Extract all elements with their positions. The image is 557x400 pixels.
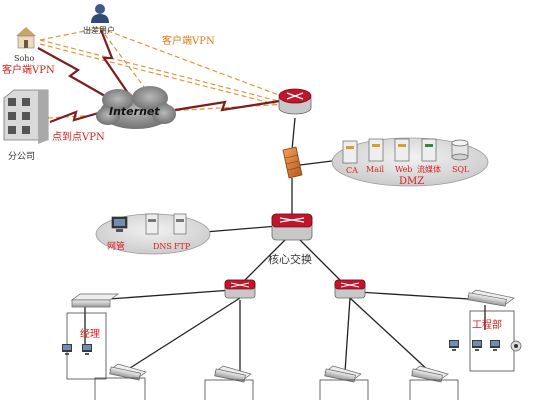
access-switch-icon <box>109 363 147 381</box>
p2p-vpn-label: 点到点VPN <box>52 131 105 143</box>
client-vpn-top-label: 客户端VPN <box>162 34 215 47</box>
access-switch-icon <box>324 365 362 383</box>
distribution-switch-icon <box>224 279 256 299</box>
soho-house-icon <box>16 27 36 49</box>
computer-icon <box>111 216 128 232</box>
server-icon <box>394 138 410 162</box>
access-switch-icon <box>411 365 449 383</box>
computer-icon <box>490 340 500 351</box>
dmz-label: DMZ <box>399 176 424 187</box>
engineering-label: 工程部 <box>472 318 502 331</box>
server-icon <box>368 138 384 162</box>
management-zone: 网管 DNS FTP <box>95 213 211 255</box>
computer-icon <box>62 344 72 355</box>
distribution-switch-icon <box>334 279 366 299</box>
server-icon <box>145 213 159 235</box>
soho-label: Soho <box>14 54 34 63</box>
camera-icon <box>510 340 522 352</box>
internet-cloud-icon <box>96 86 176 129</box>
server-icon <box>173 213 187 235</box>
wan-links <box>37 29 287 124</box>
branch-building-icon <box>3 89 49 144</box>
core-switch-icon <box>271 213 313 241</box>
computer-icon <box>449 340 459 351</box>
server-icon <box>421 138 437 162</box>
internet-label: Internet <box>109 105 160 118</box>
dmz-server-label: SQL <box>452 165 470 174</box>
mgmt-label: 网管 <box>107 240 125 252</box>
manager-label: 经理 <box>80 327 100 340</box>
firewall-icon <box>282 146 303 179</box>
database-icon <box>451 139 469 161</box>
engineering-dept-box <box>469 310 515 372</box>
edge-router-icon <box>278 88 312 115</box>
dmz-zone: CA Mail Web 流媒体 SQL DMZ <box>331 137 489 187</box>
dmz-server-label: Web <box>395 165 412 174</box>
access-switch-icon <box>467 289 515 307</box>
access-switch-icon <box>70 293 120 308</box>
core-switch-label: 核心交换 <box>268 252 312 266</box>
server-icon <box>342 140 358 164</box>
computer-icon <box>82 344 92 355</box>
department-box <box>94 377 459 400</box>
travel-user-icon <box>91 4 109 23</box>
travel-user-label: 出差用户 <box>83 25 115 35</box>
dmz-server-label: 流媒体 <box>417 164 441 174</box>
mgmt-label: DNS <box>153 242 172 251</box>
dmz-server-label: Mail <box>366 165 385 174</box>
branch-label: 分公司 <box>8 151 35 162</box>
computer-icon <box>472 340 482 351</box>
access-switch-icon <box>214 365 252 383</box>
soho-vpn-label: 客户端VPN <box>2 63 55 76</box>
dmz-server-label: CA <box>346 166 358 175</box>
mgmt-label: FTP <box>174 242 191 251</box>
